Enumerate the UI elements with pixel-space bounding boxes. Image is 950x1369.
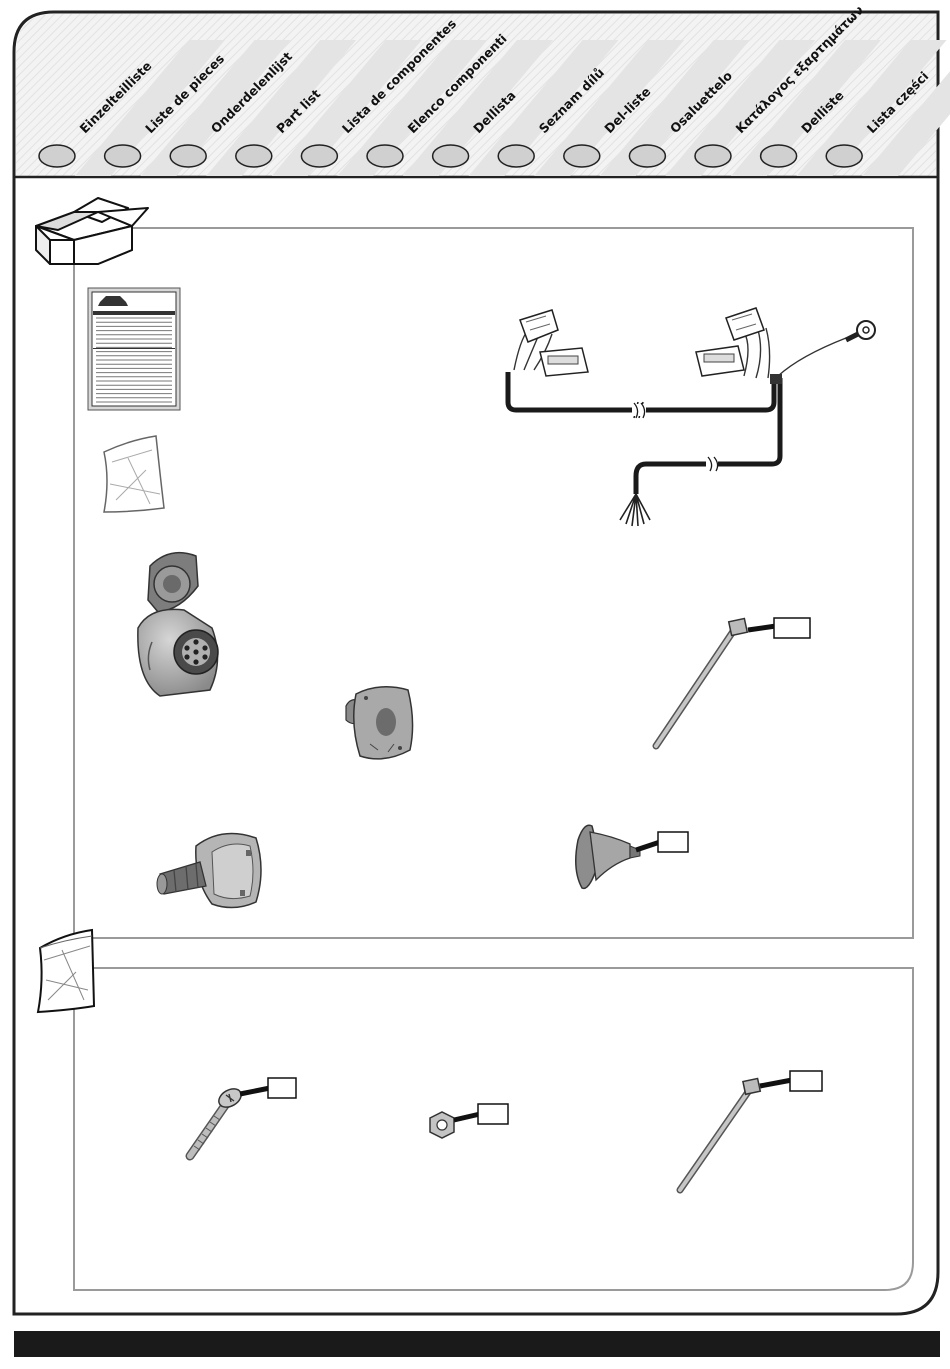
language-marker-oval	[170, 145, 206, 167]
language-marker-oval	[761, 145, 797, 167]
instruction-leaflet-illustration	[88, 288, 180, 410]
language-marker-oval	[39, 145, 75, 167]
language-marker-oval	[695, 145, 731, 167]
language-marker-oval	[629, 145, 665, 167]
footer-bar	[14, 1331, 940, 1357]
language-marker-oval	[105, 145, 141, 167]
part-number-box	[790, 1071, 822, 1091]
language-marker-oval	[498, 145, 534, 167]
part-number-box	[268, 1078, 296, 1098]
language-marker-oval	[367, 145, 403, 167]
language-marker-oval	[826, 145, 862, 167]
language-marker-oval	[236, 145, 272, 167]
part-number-box	[658, 832, 688, 852]
language-marker-oval	[564, 145, 600, 167]
language-marker-oval	[433, 145, 469, 167]
small-bag-illustration	[104, 436, 164, 512]
language-marker-oval	[301, 145, 337, 167]
part-number-box	[774, 618, 810, 638]
part-number-box	[478, 1104, 508, 1124]
